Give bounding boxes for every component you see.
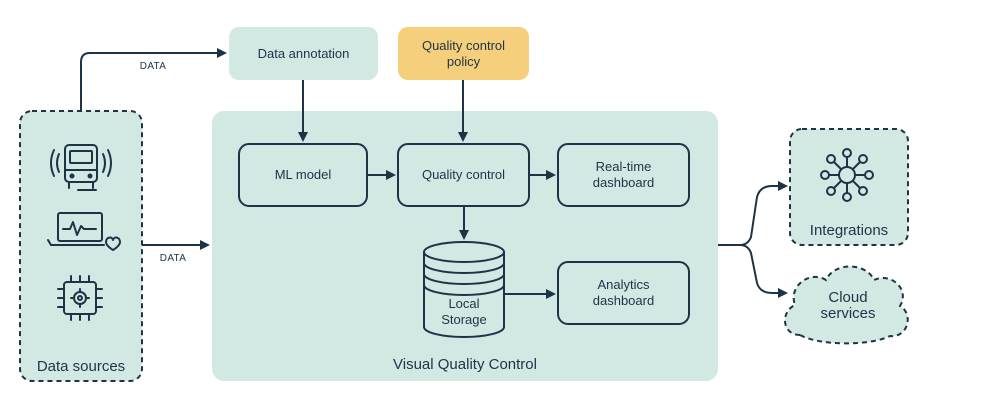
edge-label-data-top: DATA <box>139 61 167 72</box>
qc-policy-text: Quality control policy <box>421 37 506 69</box>
local-storage-cylinder <box>423 241 505 338</box>
ml-model-label: ML model <box>274 167 332 182</box>
data-annotation-label: Data annotation <box>257 45 350 61</box>
arrow-vqc-to-cloud <box>739 244 788 298</box>
analytics-dashboard-label: Analytics dashboard <box>558 262 689 324</box>
cloud-services-text: Cloud services <box>820 289 876 322</box>
realtime-dashboard-text: Real-time dashboard <box>592 159 655 190</box>
arrow-vqc-to-integrations <box>718 181 788 246</box>
chip-gear-icon <box>57 275 103 321</box>
integrations-label: Integrations <box>809 222 889 239</box>
realtime-dashboard-label: Real-time dashboard <box>558 144 689 206</box>
realtime-dashboard-box <box>557 143 690 207</box>
edge-label-data-mid: DATA <box>159 253 187 264</box>
integrations-box <box>789 128 909 246</box>
quality-control-policy-box <box>398 27 529 80</box>
monitor-heart-icon <box>47 212 121 251</box>
data-sources-label: Data sources <box>36 358 126 375</box>
analytics-dashboard-text: Analytics dashboard <box>592 277 655 308</box>
truck-icon <box>50 144 112 191</box>
visual-quality-control-label: Visual Quality Control <box>393 356 537 373</box>
arrow-sources-to-annotation <box>80 48 227 111</box>
quality-control-label: Quality control <box>421 167 506 182</box>
analytics-dashboard-box <box>557 261 690 325</box>
quality-control-policy-label: Quality control policy <box>398 27 529 80</box>
cloud-services-shape <box>784 265 909 345</box>
network-hub-icon <box>820 148 874 202</box>
data-annotation-box <box>229 27 378 80</box>
local-storage-text: Local Storage <box>441 296 487 327</box>
local-storage-label: Local Storage <box>424 292 504 332</box>
cloud-services-label: Cloud services <box>798 284 898 328</box>
